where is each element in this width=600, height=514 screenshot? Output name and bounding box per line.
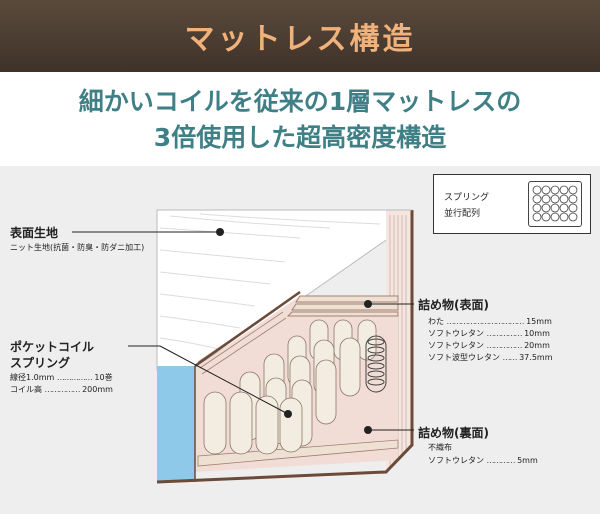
surface-title: 表面生地: [10, 226, 59, 240]
surface-desc: ニット生地(抗菌・防臭・防ダニ加工): [10, 243, 145, 252]
spec-dots: …………: [486, 456, 516, 465]
spec-value: 10mm: [524, 329, 550, 338]
spec-label: 線径1.0mm: [10, 373, 55, 382]
spec-label: 不織布: [428, 443, 452, 452]
subtitle: 細かいコイルを従来の1層マットレスの 3倍使用した超高密度構造: [0, 84, 600, 156]
spec-value: 20mm: [524, 341, 550, 350]
spec-value: 200mm: [82, 385, 113, 394]
subtitle-line-1: 細かいコイルを従来の1層マットレスの: [78, 87, 522, 116]
legend-label-2: 並行配列: [444, 209, 481, 219]
pocket-coil-title-1: ポケットコイル: [10, 340, 95, 354]
spec-value: 5mm: [517, 456, 538, 465]
spec-value: 15mm: [526, 317, 552, 326]
spec-label: わた: [428, 317, 444, 326]
legend-label-1: スプリング: [444, 193, 490, 203]
spring-grid-icon: [528, 181, 582, 227]
subtitle-line-2: 3倍使用した超高密度構造: [153, 123, 447, 152]
spec-dots: ……………: [56, 373, 93, 382]
spec-label: コイル高: [10, 385, 42, 394]
pocket-spec-row: コイル高 …………… 200mm: [10, 384, 113, 395]
filling-top-spec-row: ソフト波型ウレタン …… 37.5mm: [428, 352, 553, 363]
spec-dots: ……………: [486, 341, 523, 350]
filling-bottom-spec-row: ソフトウレタン ………… 5mm: [428, 455, 538, 466]
page-title: マットレス構造: [184, 22, 416, 57]
header-bar: マットレス構造: [0, 0, 600, 72]
spec-label: ソフト波型ウレタン: [428, 353, 500, 362]
spec-dots: ……………………………: [446, 317, 525, 326]
spec-dots: ……………: [486, 329, 523, 338]
mattress-cross-section: [72, 209, 414, 484]
pocket-coil-title-2: スプリング: [10, 356, 71, 370]
filling-bottom-spec-row: 不織布: [428, 442, 452, 453]
spec-dots: ……: [502, 353, 518, 362]
filling-top-spec-row: わた …………………………… 15mm: [428, 316, 552, 327]
spec-dots: ……………: [44, 385, 81, 394]
spec-value: 10巻: [94, 373, 113, 382]
legend-box: スプリング 並行配列: [433, 174, 591, 234]
filling-top-spec-row: ソフトウレタン …………… 10mm: [428, 328, 550, 339]
spec-value: 37.5mm: [519, 353, 553, 362]
spec-label: ソフトウレタン: [428, 329, 484, 338]
filling-bottom-title: 詰め物(裏面): [418, 426, 489, 440]
filling-top-spec-row: ソフトウレタン …………… 20mm: [428, 340, 550, 351]
spec-label: ソフトウレタン: [428, 456, 484, 465]
pocket-spec-row: 線径1.0mm …………… 10巻: [10, 372, 113, 383]
spec-label: ソフトウレタン: [428, 341, 484, 350]
filling-top-title: 詰め物(表面): [418, 298, 489, 312]
